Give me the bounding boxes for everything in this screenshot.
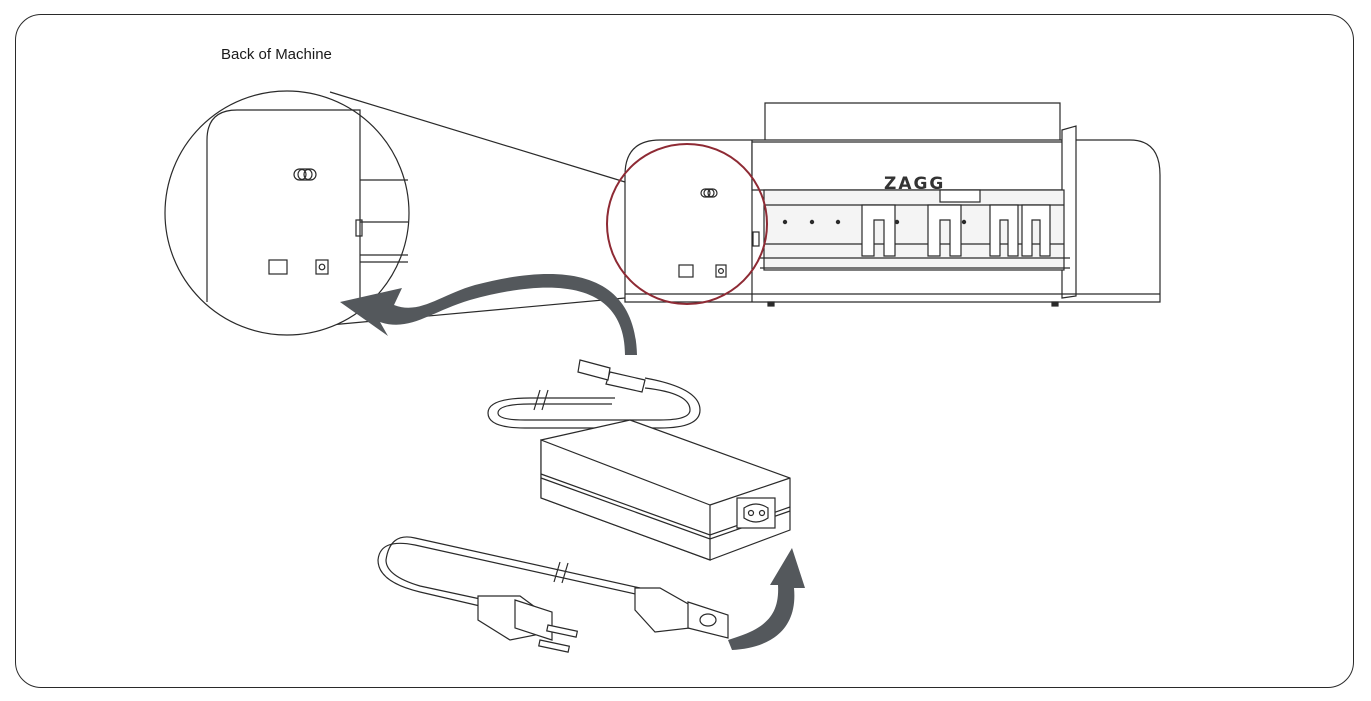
back-of-machine-label: Back of Machine [221, 46, 332, 63]
brand-logo: ZAGG [884, 174, 945, 194]
power-jack-icon [715, 264, 727, 278]
cutting-machine: ZAGG [624, 102, 1161, 307]
power-switch-icon [293, 168, 317, 181]
power-jack-icon [315, 259, 329, 275]
arrow-icon [340, 273, 637, 355]
power-adapter [377, 359, 791, 653]
power-switch-icon [700, 188, 718, 198]
usb-port-icon [268, 259, 288, 275]
zoom-callout [164, 90, 410, 336]
ac-socket [736, 497, 776, 529]
iec-plug [634, 587, 691, 633]
arrow-icon [728, 548, 805, 650]
highlight-ring [606, 143, 768, 305]
callout-circle [164, 90, 410, 336]
roller-clamps [861, 204, 1051, 257]
zoom-line-top [329, 91, 626, 183]
ac-cable [377, 542, 641, 607]
dc-plug [605, 371, 646, 393]
diagram-frame [15, 14, 1354, 688]
usb-port-icon [678, 264, 694, 278]
